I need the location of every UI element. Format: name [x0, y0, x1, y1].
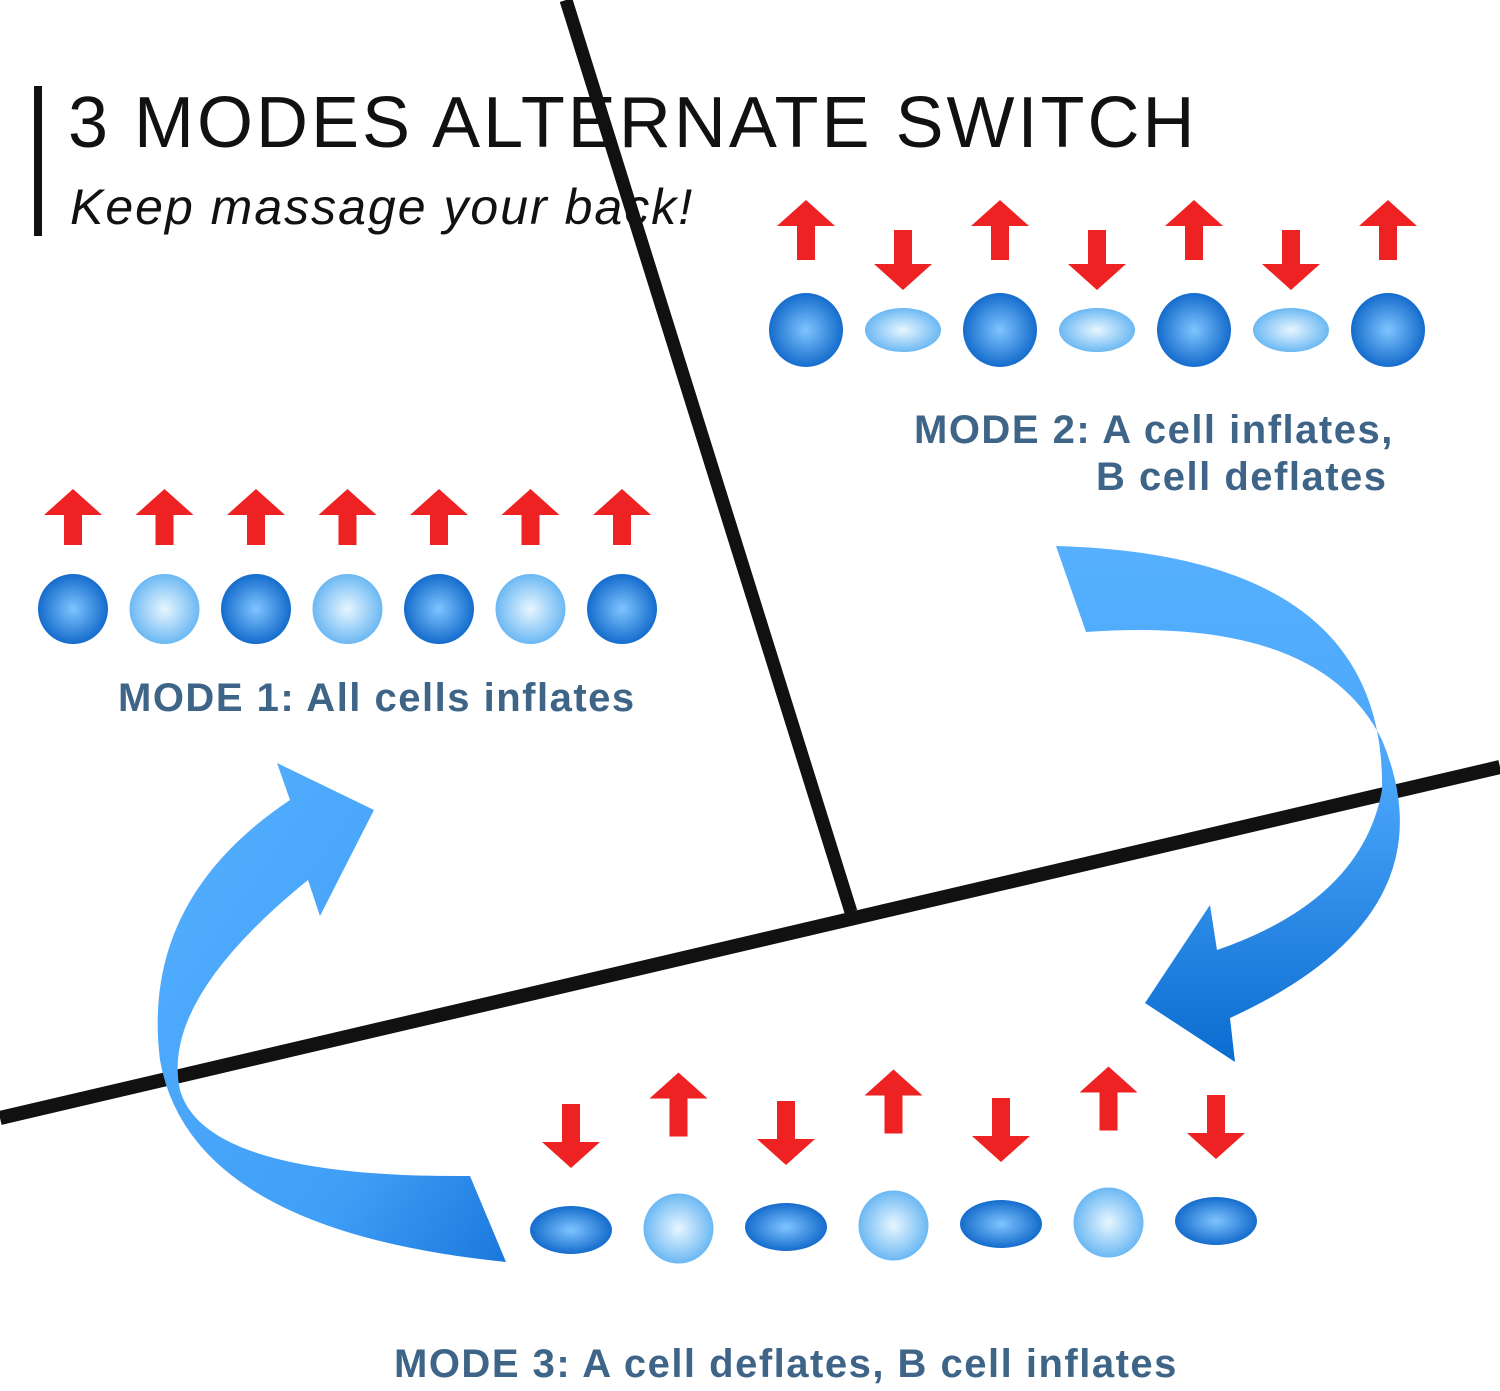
- mode-2-label-line-2: B cell deflates: [1096, 455, 1388, 499]
- mode-1-arrow-up-icon: [410, 489, 468, 545]
- mode-3-label: MODE 3: A cell deflates, B cell inflates: [394, 1342, 1178, 1386]
- divider-line-diagonal: [0, 760, 1500, 1125]
- mode-2-cell-2-deflated: [865, 308, 941, 352]
- mode-1-arrow-up-icon: [44, 489, 102, 545]
- mode-1-cell-1-inflated: [38, 574, 108, 644]
- mode-2-cells: [769, 200, 1425, 367]
- mode-1-arrow-up-icon: [135, 489, 194, 545]
- mode-2-arrow-down-icon: [1262, 230, 1320, 290]
- mode-1-arrow-up-icon: [593, 489, 651, 545]
- mode-2-cell-3-inflated: [963, 293, 1037, 367]
- cycle-arrow-mode3-to-mode1: [157, 763, 506, 1262]
- mode-2-arrow-up-icon: [971, 200, 1029, 260]
- mode-3-cell-3-deflated: [745, 1203, 827, 1251]
- title-accent-bar: [34, 86, 42, 236]
- mode-3-cell-4-inflated: [858, 1190, 929, 1261]
- mode-3-arrow-up-icon: [649, 1072, 708, 1137]
- cycle-arrow-mode2-to-mode3: [1056, 546, 1400, 1062]
- mode-3-cells: [530, 1066, 1257, 1264]
- mode-2-cell-4-deflated: [1059, 308, 1135, 352]
- mode-1-arrow-up-icon: [227, 489, 285, 545]
- mode-2-arrow-up-icon: [1359, 200, 1417, 260]
- mode-3-cell-6-inflated: [1073, 1187, 1144, 1258]
- mode-3-arrow-down-icon: [1187, 1095, 1245, 1159]
- mode-3-arrow-up-icon: [1079, 1066, 1138, 1131]
- mode-2-arrow-down-icon: [874, 230, 932, 290]
- mode-1-label: MODE 1: All cells inflates: [118, 676, 636, 720]
- mode-2-arrow-down-icon: [1068, 230, 1126, 290]
- mode-3-cell-2-inflated: [643, 1193, 714, 1264]
- mode-2-cell-7-inflated: [1351, 293, 1425, 367]
- mode-1-cell-2-inflated: [129, 574, 200, 644]
- mode-3-arrow-up-icon: [864, 1069, 923, 1134]
- mode-3-cell-5-deflated: [960, 1200, 1042, 1248]
- mode-2-cell-5-inflated: [1157, 293, 1231, 367]
- mode-2-arrow-up-icon: [777, 200, 835, 260]
- mode-3-cell-7-deflated: [1175, 1197, 1257, 1245]
- page-subtitle: Keep massage your back!: [70, 179, 695, 235]
- mode-3-cell-1-deflated: [530, 1206, 612, 1254]
- mode-2-cell-1-inflated: [769, 293, 843, 367]
- mode-1-cell-5-inflated: [404, 574, 474, 644]
- divider-line-vertical: [559, 0, 858, 914]
- mode-1-arrow-up-icon: [318, 489, 377, 545]
- page-title: 3 MODES ALTERNATE SWITCH: [68, 83, 1198, 163]
- divider-lines: [0, 0, 1500, 1125]
- mode-1-cell-4-inflated: [312, 574, 383, 644]
- mode-1-cell-6-inflated: [495, 574, 566, 644]
- mode-1-arrow-up-icon: [501, 489, 560, 545]
- mode-2-cell-6-deflated: [1253, 308, 1329, 352]
- mode-1-cell-7-inflated: [587, 574, 657, 644]
- mode-3-arrow-down-icon: [757, 1101, 815, 1165]
- mode-3-arrow-down-icon: [542, 1104, 600, 1168]
- mode-1-cells: [38, 489, 657, 644]
- mode-cell-groups: [38, 200, 1425, 1264]
- mode-2-arrow-up-icon: [1165, 200, 1223, 260]
- mode-1-cell-3-inflated: [221, 574, 291, 644]
- mode-2-label-line-1: MODE 2: A cell inflates,: [914, 408, 1394, 452]
- mode-3-arrow-down-icon: [972, 1098, 1030, 1162]
